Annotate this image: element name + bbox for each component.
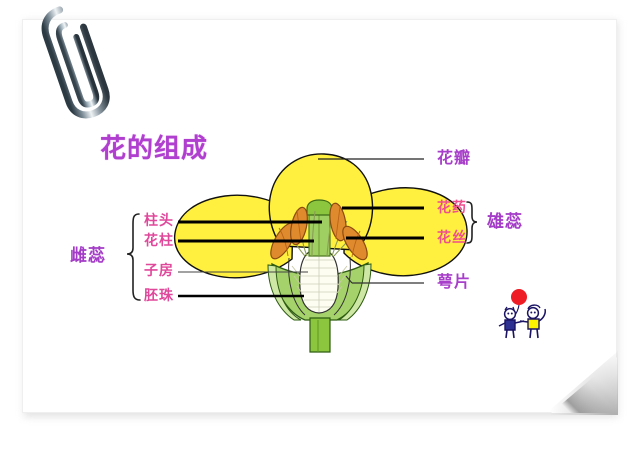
- label-anther: 花药: [437, 200, 467, 216]
- paperclip-icon: [41, 6, 110, 119]
- label-ovule: 胚珠: [144, 288, 174, 304]
- stick-figures-clipart: [498, 289, 546, 339]
- label-filament: 花丝: [437, 230, 467, 246]
- balloon-icon: [511, 289, 527, 305]
- label-stamen-group: 雄蕊: [487, 212, 523, 232]
- label-style: 花柱: [144, 233, 174, 249]
- figure-left: [498, 306, 525, 339]
- label-petal: 花瓣: [437, 148, 472, 167]
- label-sepal: 萼片: [437, 272, 472, 291]
- label-ovary: 子房: [144, 263, 174, 279]
- label-stigma: 柱头: [144, 213, 174, 229]
- figure-right: [519, 304, 546, 339]
- label-pistil-group: 雌蕊: [70, 246, 106, 266]
- page-title: 花的组成: [100, 134, 209, 164]
- page-curl-icon: [551, 357, 617, 413]
